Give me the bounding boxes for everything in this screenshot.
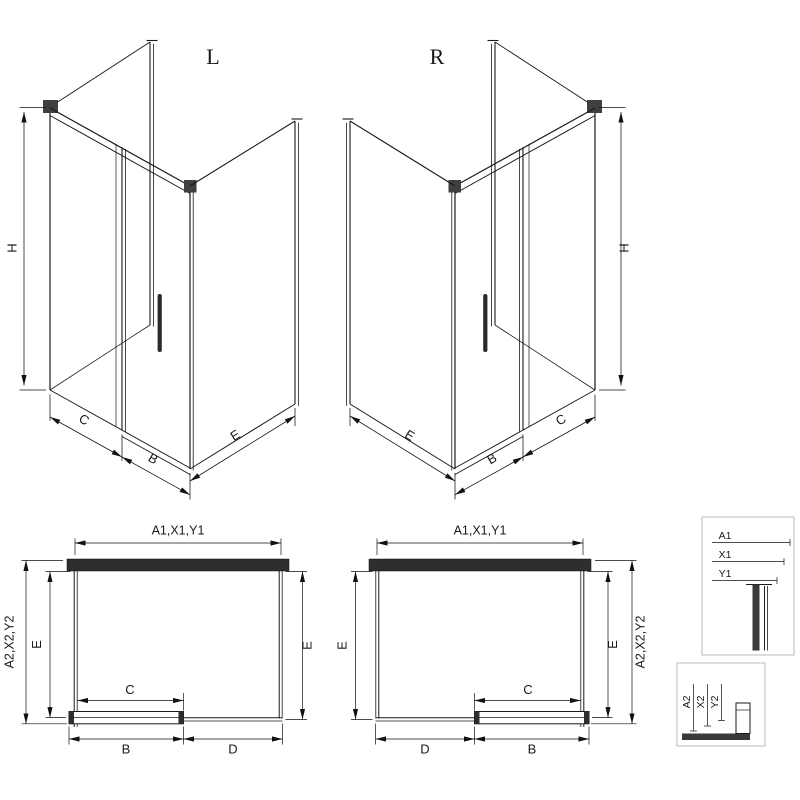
dim-label-h-right: H: [617, 243, 632, 252]
dim-label-b-right: B: [484, 450, 499, 467]
detail-bottom-dim-1: A2: [681, 695, 693, 708]
iso-line-art: [19, 39, 303, 500]
detail-top-dim-3: Y1: [719, 568, 732, 580]
detail-bottom-frame: [676, 662, 766, 747]
dim-label-e-right: E: [402, 427, 418, 444]
dim-label-h-left: H: [5, 243, 20, 252]
dim-label-e-left: E: [227, 426, 243, 443]
plan-dimension-lines: [21, 538, 307, 745]
plan-line-art: [21, 538, 307, 745]
detail-top-dim-2: X1: [719, 549, 732, 561]
plan-right-dim-depth-right: E: [605, 640, 620, 649]
detail-top-profile-section: [746, 584, 772, 651]
plan-right-dim-bottom-right: B: [528, 742, 537, 757]
plan-left-dim-side-outer: A2,X2,Y2: [3, 616, 17, 669]
iso-dimension-lines: [19, 107, 296, 500]
dim-label-b-left: B: [146, 450, 161, 467]
detail-bottom-profile-section: [682, 702, 751, 740]
plan-right-dim-door: C: [523, 682, 532, 697]
plan-left-dim-top: A1,X1,Y1: [152, 524, 205, 538]
plan-sliding-door-rail: [68, 711, 184, 725]
iso-line-art-mirrored: [343, 41, 626, 500]
plan-left-dim-door: C: [125, 682, 134, 697]
detail-bottom-dim-2: X2: [695, 695, 707, 708]
detail-view-top: [701, 516, 795, 656]
detail-top-frame: [701, 516, 795, 656]
iso-right-side-panel: [189, 118, 303, 470]
plan-left-dim-depth-right: E: [300, 641, 315, 650]
detail-bottom-leader-lines: [690, 684, 725, 732]
iso-left-side-panel: [49, 39, 158, 391]
plan-right-dim-depth-left: E: [335, 641, 350, 650]
variant-label-left: L: [206, 44, 219, 69]
wall-mounting-bar: [66, 558, 290, 572]
detail-bottom-dim-3: Y2: [709, 695, 721, 708]
plan-right-dim-top: A1,X1,Y1: [454, 524, 507, 538]
plan-right-dim-bottom-left: D: [420, 742, 429, 757]
iso-front-panel-and-door: [43, 100, 197, 475]
dim-label-c-right: C: [553, 411, 569, 429]
detail-top-dim-1: A1: [719, 530, 732, 542]
detail-view-bottom: [676, 662, 766, 747]
dim-label-c-left: C: [76, 411, 92, 429]
plan-left-dim-bottom-right: D: [228, 742, 237, 757]
plan-left-dim-bottom-left: B: [122, 742, 131, 757]
plan-left-dim-depth-left: E: [29, 640, 44, 649]
plan-right-dim-side-outer: A2,X2,Y2: [634, 616, 648, 669]
variant-label-right: R: [430, 44, 445, 69]
plan-glass-panels: [73, 571, 283, 727]
plan-line-art-mirrored: [351, 539, 637, 745]
detail-top-leader-lines: [712, 539, 791, 584]
door-handle: [157, 294, 162, 352]
